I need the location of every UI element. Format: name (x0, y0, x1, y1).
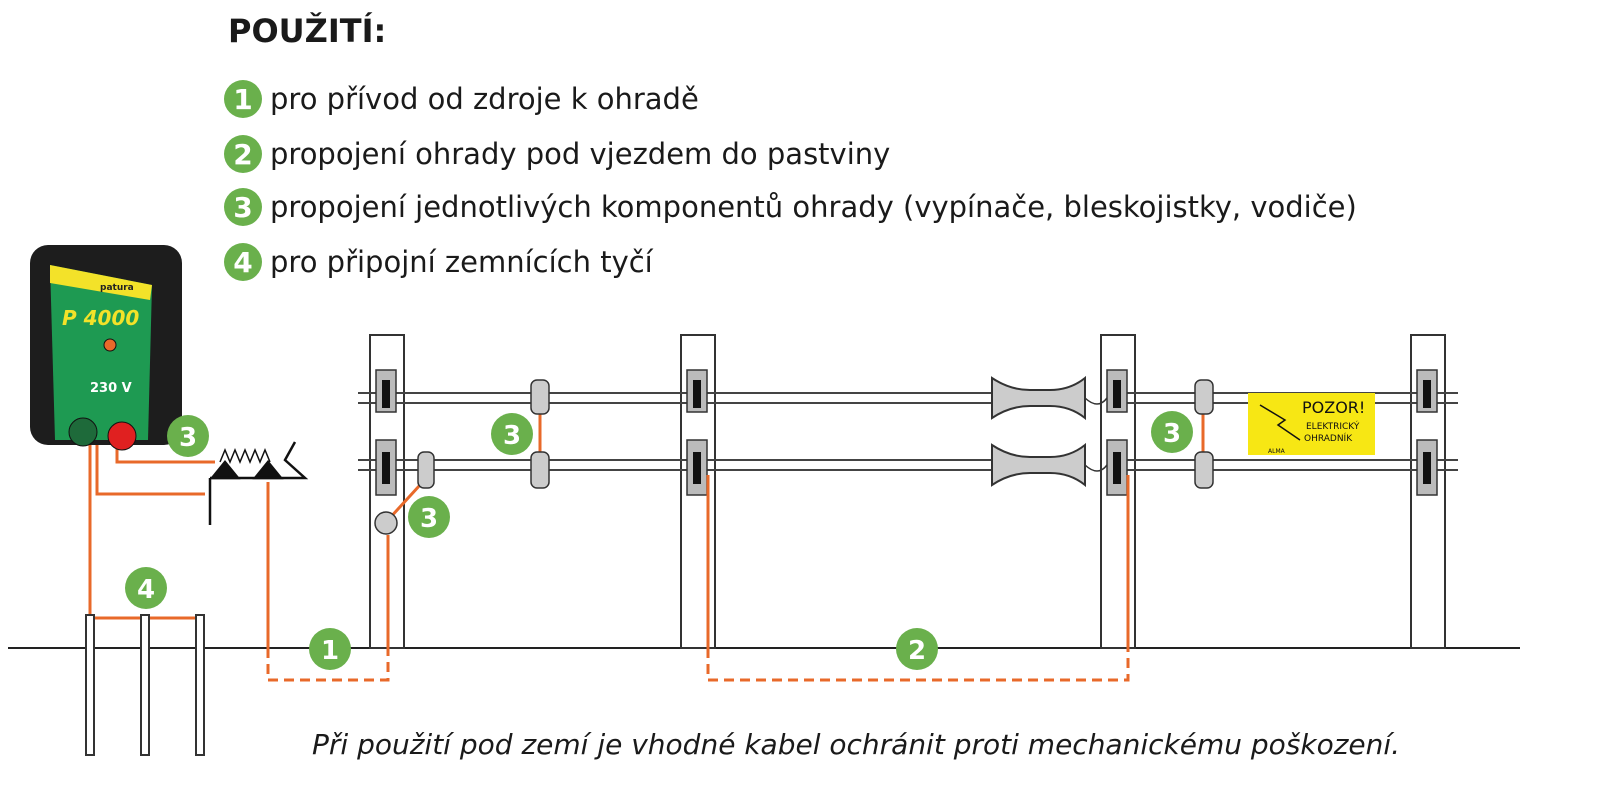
insulators (375, 369, 1438, 496)
sign-line2: OHRADNÍK (1304, 432, 1353, 444)
ground-terminal (68, 417, 98, 447)
number-badge: 4 (224, 243, 262, 281)
list-item-text: pro přívod od zdroje k ohradě (270, 82, 699, 116)
marker-2: 2 (908, 636, 926, 666)
energizer-model: P 4000 (62, 306, 139, 330)
lightning-icon (1259, 404, 1301, 441)
marker-4: 4 (137, 575, 155, 605)
sign-line1: ELEKTRICKÝ (1306, 420, 1360, 432)
number-badge: 3 (224, 188, 262, 226)
sign-brand: ALMA (1268, 448, 1286, 455)
energizer-device: patura P 4000 230 V (30, 245, 182, 451)
footnote: Při použití pod zemí je vhodné kabel och… (312, 728, 1401, 761)
energizer-brand: patura (100, 283, 134, 293)
list-item-text: pro připojní zemnících tyčí (270, 245, 653, 279)
lightning-arrester (208, 441, 309, 525)
indicator-light (103, 338, 117, 352)
marker-3: 3 (179, 423, 197, 453)
marker-3: 3 (503, 421, 521, 451)
list-item-text: propojení ohrady pod vjezdem do pastviny (270, 137, 891, 171)
marker-3: 3 (1163, 419, 1181, 449)
warning-sign: POZOR! ELEKTRICKÝ OHRADNÍK ALMA (1248, 393, 1375, 455)
marker-1: 1 (321, 636, 339, 666)
gate-handles (991, 375, 1108, 488)
list-item-text: propojení jednotlivých komponentů ohrady… (270, 190, 1357, 224)
ground-rods (85, 614, 205, 756)
number-badge: 2 (224, 135, 262, 173)
energizer-voltage: 230 V (90, 381, 132, 396)
title: POUŽITÍ: (228, 12, 387, 50)
fence-terminal (107, 421, 137, 451)
fence-posts (369, 334, 1446, 649)
number-markers: 3 3 3 3 4 1 2 (125, 411, 1193, 670)
orange-cables (88, 410, 1205, 682)
connectors (374, 379, 1214, 535)
number-badge: 1 (224, 80, 262, 118)
marker-3: 3 (420, 504, 438, 534)
sign-title: POZOR! (1302, 398, 1365, 417)
